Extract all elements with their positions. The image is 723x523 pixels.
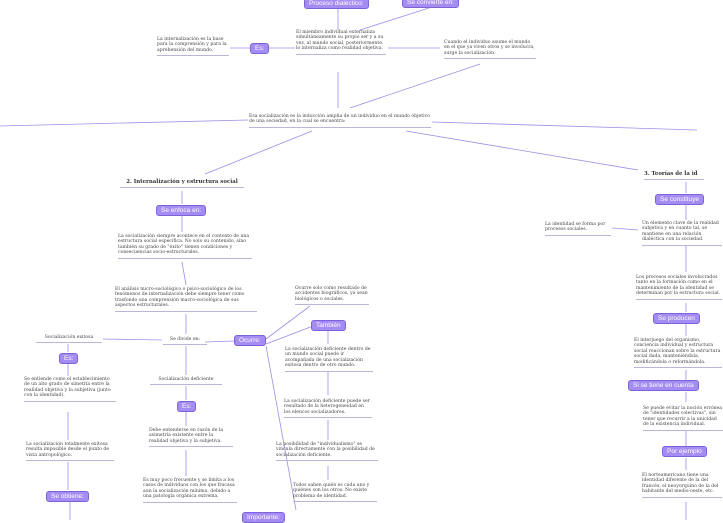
exitosa-definicion-node: Se entiende como el establecimiento de u… (24, 377, 116, 402)
proceso-dialectico-pill[interactable]: Proceso dialéctico: (304, 0, 369, 9)
section-2-heading: 2. Internalización y estructura social (120, 179, 244, 189)
analisis-micro-node: El análisis micro-sociológico o psico-so… (115, 287, 257, 312)
se-producen-pill[interactable]: Se producen (653, 313, 700, 324)
exitosa-es-pill[interactable]: Es: (59, 353, 79, 364)
todos-saben-node: Todos saben quién es cada uno y quiénes … (293, 483, 377, 503)
procesos-sociales-node: Los procesos sociales involucrados tanto… (636, 275, 722, 300)
socializacion-siempre-node: La socialización siempre acontece en el … (118, 234, 252, 259)
puede-evitar-node: Se puede evitar la noción errónea de "id… (643, 406, 723, 431)
norteamericano-node: El norteamericano tiene una identidad di… (642, 473, 722, 498)
connector-lines (0, 6, 698, 520)
por-ejemplo-pill[interactable]: Por ejemplo (662, 446, 707, 457)
central-node: Esa socialización es la inducción amplia… (249, 114, 431, 128)
se-enfoca-pill[interactable]: Se enfoca en: (156, 205, 207, 216)
ocurre-pill[interactable]: Ocurre: (234, 335, 266, 346)
tambien-uno-node: La socialización deficiente dentro de un… (285, 347, 373, 372)
tambien-dos-node: La socialización deficiente puede ser re… (284, 399, 372, 419)
miembro-individual-node: El miembro individual externaliza simult… (296, 30, 386, 55)
se-convierte-pill[interactable]: Se convierte en: (402, 0, 459, 8)
se-divide-node: Se divide en: (163, 337, 207, 346)
ocurre-accidentes-node: Ocurre solo como resultado de accidentes… (295, 286, 369, 306)
si-se-tiene-pill[interactable]: Si se tiene en cuenta (628, 380, 699, 391)
es-pill-top[interactable]: Es: (250, 43, 270, 54)
tambien-tres-node: La posibilidad de "individualismo" se vi… (276, 442, 378, 462)
tambien-pill[interactable]: También (311, 320, 346, 331)
totalmente-exitosa-node: La socialización totalmente exitosa resu… (26, 442, 114, 462)
cuando-individuo-node: Cuando el individuo asume el mundo en el… (444, 40, 536, 60)
interjuego-node: El interjuego del organismo, conciencia … (634, 338, 722, 369)
socializacion-exitosa-node: Socialización exitosa (36, 335, 102, 344)
section-3-heading: 3. Teorías de la id (644, 171, 704, 181)
identidad-forma-node: La identidad se forma por procesos socia… (545, 222, 611, 236)
deficiente-es-pill[interactable]: Es: (177, 401, 197, 412)
socializacion-deficiente-node: Socialización deficiente (150, 377, 222, 386)
elemento-clave-node: Un elemento clave de la realidad subjeti… (642, 221, 722, 246)
es-muy-poco-node: Es muy poco frecuente y se limita a los … (143, 478, 237, 503)
se-constituye-pill[interactable]: Se constituye (655, 194, 705, 205)
importante-pill[interactable]: Importante: (242, 512, 285, 523)
se-obtiene-pill[interactable]: Se obtiene: (46, 491, 89, 502)
internalizacion-node: La internalización es la base para la co… (157, 37, 229, 57)
asimetria-node: Debe entenderse en razón de la asimetría… (149, 428, 233, 448)
